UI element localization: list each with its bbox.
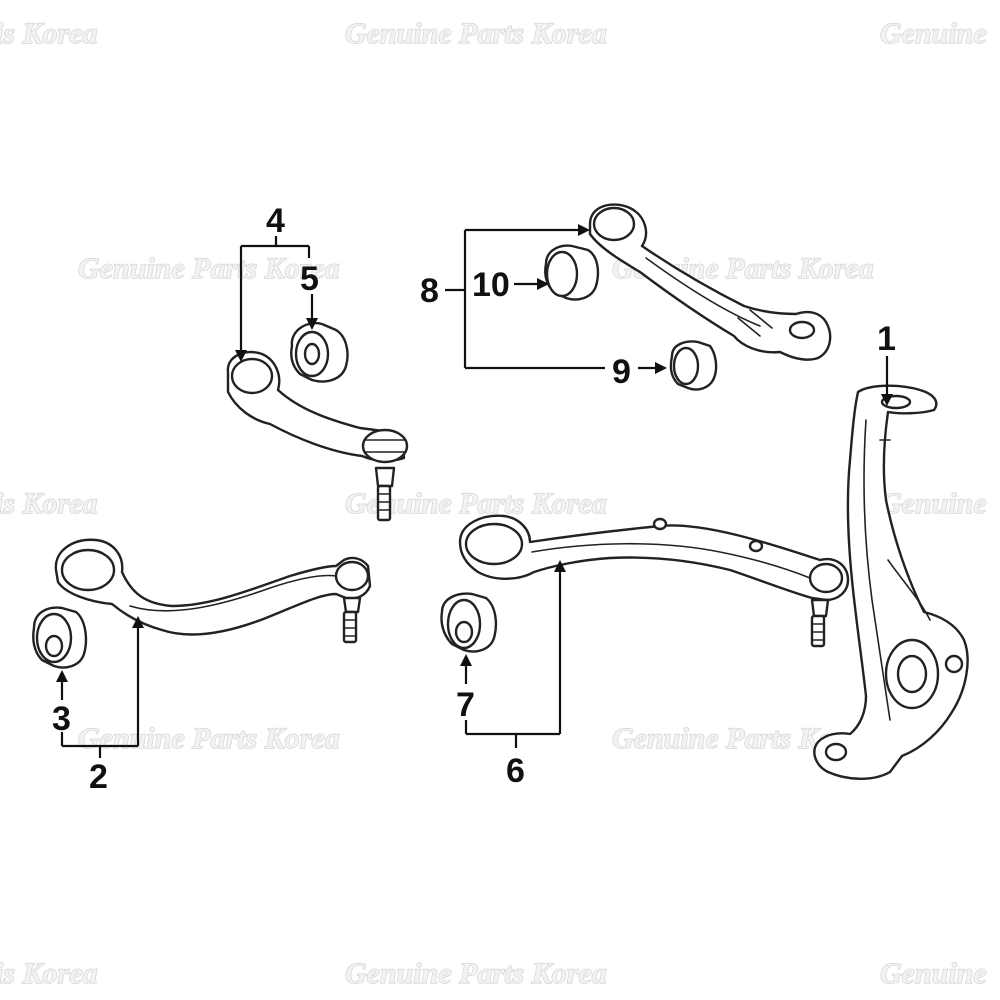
callout-3: 3 [52,700,71,738]
leader-lines [56,224,893,758]
bushing-3-part [32,606,88,669]
callout-2: 2 [89,758,108,796]
arrow-7 [460,654,472,666]
watermark-fragment: is Korea [0,957,98,990]
watermark-fragment: Genuine [880,957,987,990]
bushing-5-part [290,321,349,383]
callout-1: 1 [877,320,896,358]
lower-arm-2-part [54,538,372,644]
watermark-fragment: Genuine [880,487,987,520]
watermark-fragment: Genuine [880,17,987,50]
compression-arm-part [588,203,832,361]
watermark-fragment: is Korea [0,17,98,50]
callout-5: 5 [300,260,319,298]
callout-6: 6 [506,752,525,790]
arrow-9 [655,362,667,374]
bushing-10-part [544,244,600,301]
bushing-9-part [669,340,718,391]
arrow-1 [881,394,893,406]
bushing-7-part [440,592,498,653]
callout-7: 7 [456,686,475,724]
watermark: Genuine Parts Korea [78,722,340,755]
callout-10: 10 [472,266,510,304]
watermark: Genuine Parts Korea [345,957,607,990]
arrow-10 [537,278,549,290]
lower-arm-6-part [458,514,850,648]
arrow-2 [132,616,144,628]
upper-arm-part [226,350,409,522]
watermark: Genuine Parts Korea [78,252,340,285]
watermark-layer: is Korea Genuine Parts Korea Genuine Gen… [0,16,987,990]
arrow-4 [235,350,247,362]
knuckle-part [813,384,969,780]
arrow-5 [306,318,318,330]
watermark: Genuine Parts Korea [345,17,607,50]
callout-4: 4 [266,202,285,240]
callout-numbers: 1 2 3 4 5 6 7 8 9 10 [52,202,896,796]
arrow-8 [578,224,590,236]
watermark-fragment: is Korea [0,487,98,520]
callout-8: 8 [420,272,439,310]
arrow-6 [554,560,566,572]
callout-9: 9 [612,353,631,391]
arrow-3 [56,670,68,682]
